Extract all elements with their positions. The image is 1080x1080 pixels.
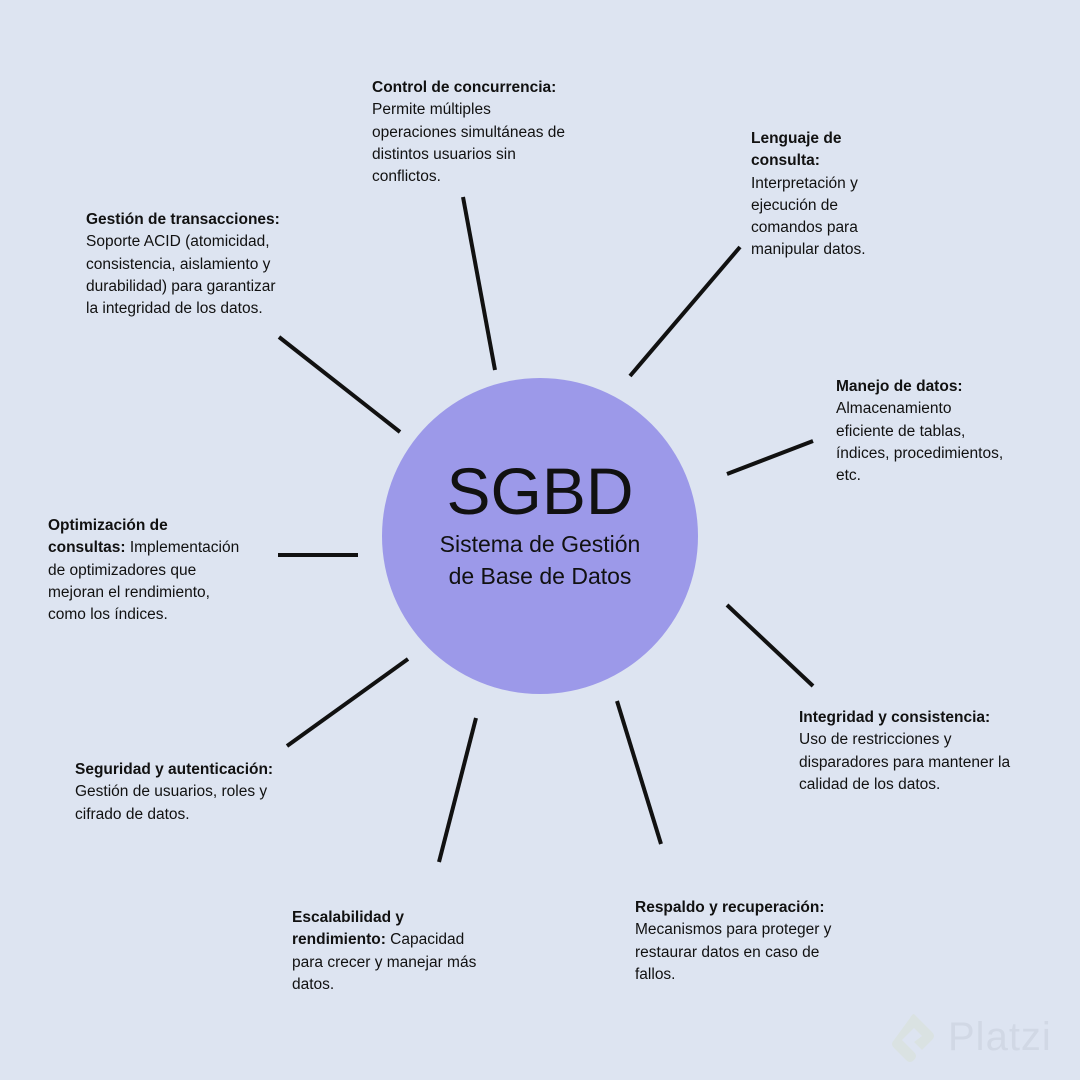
- feature-integridad: Integridad y consistencia: Uso de restri…: [799, 707, 1014, 796]
- feature-title: Gestión de transacciones:: [86, 211, 280, 228]
- feature-text: Capacidad para crecer y manejar más dato…: [292, 931, 477, 993]
- feature-seguridad: Seguridad y autenticación: Gestión de us…: [75, 759, 290, 826]
- platzi-logo-text: Platzi: [948, 1014, 1052, 1059]
- feature-text: Permite múltiples operaciones simultánea…: [372, 101, 566, 186]
- feature-title: Integridad y consistencia:: [799, 709, 991, 726]
- feature-title: Escalabilidad y rendimiento:: [292, 909, 404, 949]
- feature-title: Control de concurrencia:: [372, 79, 557, 96]
- connector-lenguaje: [628, 245, 742, 378]
- center-node: SGBD Sistema de Gestión de Base de Datos: [382, 378, 698, 694]
- feature-title: Seguridad y autenticación:: [75, 761, 274, 778]
- feature-title: Optimización de consultas:: [48, 517, 168, 557]
- feature-text: Implementación de optimizadores que mejo…: [48, 539, 240, 624]
- feature-lenguaje: Lenguaje de consulta: Interpretación y e…: [751, 128, 896, 262]
- feature-title: Manejo de datos:: [836, 378, 963, 395]
- connector-seguridad: [285, 657, 410, 748]
- connector-transacciones: [277, 335, 402, 434]
- connector-escalabilidad: [437, 717, 478, 863]
- feature-escalabilidad: Escalabilidad y rendimiento: Capacidad p…: [292, 907, 497, 996]
- connector-integridad: [725, 603, 815, 688]
- feature-text: Gestión de usuarios, roles y cifrado de …: [75, 783, 268, 823]
- feature-text: Uso de restricciones y disparadores para…: [799, 731, 1011, 793]
- feature-title: Respaldo y recuperación:: [635, 899, 825, 916]
- center-acronym: SGBD: [446, 454, 634, 528]
- feature-text: Mecanismos para proteger y restaurar dat…: [635, 921, 832, 983]
- connector-control: [461, 196, 497, 371]
- feature-transacciones: Gestión de transacciones: Soporte ACID (…: [86, 209, 291, 320]
- platzi-logo-icon: [892, 1014, 934, 1062]
- feature-text: Interpretación y ejecución de comandos p…: [751, 174, 866, 259]
- feature-manejo: Manejo de datos: Almacenamiento eficient…: [836, 376, 1011, 487]
- feature-text: Almacenamiento eficiente de tablas, índi…: [836, 400, 1004, 485]
- connector-manejo: [726, 439, 814, 476]
- feature-respaldo: Respaldo y recuperación: Mecanismos para…: [635, 897, 850, 986]
- feature-optimizacion: Optimización de consultas: Implementació…: [48, 515, 248, 626]
- center-full-name: Sistema de Gestión de Base de Datos: [439, 531, 641, 589]
- feature-text: Soporte ACID (atomicidad, consistencia, …: [86, 233, 276, 318]
- feature-title: Lenguaje de consulta:: [751, 130, 842, 170]
- feature-control: Control de concurrencia: Permite múltipl…: [372, 77, 567, 188]
- connector-respaldo: [615, 700, 663, 845]
- platzi-logo: Platzi: [888, 1008, 1052, 1066]
